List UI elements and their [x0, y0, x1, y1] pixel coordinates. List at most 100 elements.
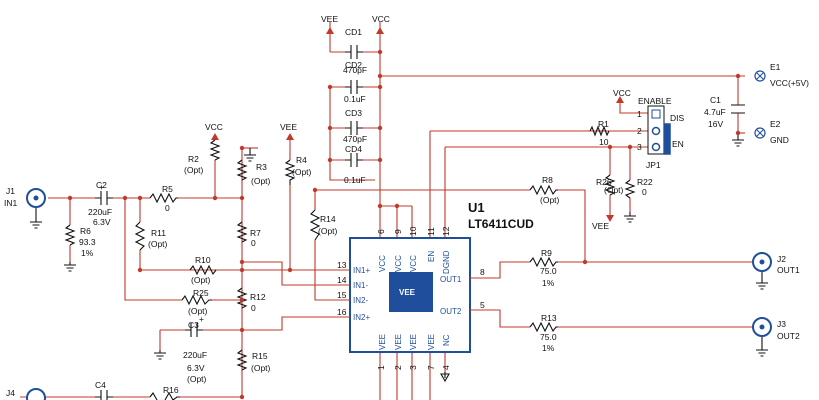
jp1-ref: JP1 [646, 160, 661, 170]
u1-pinnum-9: 9 [393, 229, 403, 234]
u1-pinnum-4: 4 [441, 365, 451, 370]
u1-pinnum-2: 2 [393, 365, 403, 370]
cd1-ref: CD1 [345, 27, 362, 37]
ground-icon [756, 336, 768, 357]
resistor-r11-icon [134, 221, 146, 251]
resistor-r26-icon [604, 174, 616, 196]
e2-ref: E2 [770, 119, 781, 129]
u1-pinnum-14: 14 [337, 275, 347, 285]
vcc-arrow-icon [616, 96, 624, 103]
r6-ref: R6 [80, 226, 91, 236]
u1-pinnum-15: 15 [337, 290, 347, 300]
r1-value: 10 [599, 137, 609, 147]
resistor-r16-icon [149, 391, 180, 400]
u1-part: LT6411CUD [468, 217, 534, 231]
terminal-e1-icon [754, 70, 766, 82]
c3-value: 220uF [183, 350, 207, 360]
j1-ref: J1 [6, 186, 15, 196]
jp1-pin3: 3 [637, 142, 642, 152]
resistor-r5-icon [149, 192, 178, 204]
resistor-r25-icon [181, 294, 212, 306]
cap-c4-icon [95, 390, 113, 400]
u1-pin-bottom-3: VEE [409, 334, 418, 350]
c2-value: 220uF [88, 207, 112, 217]
ground-icon [64, 262, 76, 272]
u1-pinnum-12: 12 [441, 226, 451, 236]
u1-pinnum-5: 5 [480, 300, 485, 310]
u1-pin-right-2: OUT2 [440, 307, 462, 316]
resistor-r9-icon [529, 256, 558, 268]
r26-vee-label: VEE [592, 221, 609, 231]
r25-ref: R25 [193, 288, 209, 298]
r16-ref: R16 [163, 385, 179, 395]
r2-ref: R2 [188, 154, 199, 164]
c2-voltage: 6.3V [93, 217, 111, 227]
r25-value: (Opt) [188, 306, 208, 316]
resistor-r7-icon [236, 221, 248, 243]
r4-ref: R4 [296, 155, 307, 165]
u1-pinnum-6: 6 [376, 229, 386, 234]
ground-icon [30, 207, 42, 229]
jp1-en: EN [672, 139, 684, 149]
u1-pin-left-3: IN2- [353, 296, 368, 305]
vee-arrow-icon [606, 215, 614, 222]
u1-pinnum-3: 3 [408, 365, 418, 370]
u1-pin-left-2: IN1- [353, 281, 368, 290]
bnc-j3-icon [752, 317, 772, 337]
r11-value: (Opt) [148, 239, 168, 249]
j1-label: IN1 [4, 198, 18, 208]
terminal-e2-icon [754, 127, 766, 139]
u1-center-label: VEE [399, 288, 416, 297]
wires [20, 22, 755, 400]
u1-pin-bottom-5: NC [442, 334, 451, 346]
r2-vcc-label: VCC [205, 122, 223, 132]
vcc-supply-label: VCC [372, 14, 390, 24]
r7-ref: R7 [250, 228, 261, 238]
r13-value: 75.0 [540, 332, 557, 342]
u1-pin-top-1: VCC [378, 255, 387, 272]
bnc-j2-icon [752, 252, 772, 272]
u1-pinnum-16: 16 [337, 307, 347, 317]
svg-text:+: + [199, 314, 204, 324]
r1-ref: R1 [598, 119, 609, 129]
cd2-value: 0.1uF [344, 94, 366, 104]
resistor-r14-icon [309, 209, 321, 241]
jumper-jp1-icon [647, 105, 671, 155]
u1-pinnum-11: 11 [426, 227, 436, 236]
r22-value: 0 [642, 187, 647, 197]
u1-pin-right-1: OUT1 [440, 275, 462, 284]
ground-icon [756, 270, 768, 290]
resistor-r22-icon [624, 179, 636, 199]
u1-pin-top-5: DGND [442, 250, 451, 274]
r10-ref: R10 [195, 255, 211, 265]
c1-value: 4.7uF [704, 107, 726, 117]
ground-icon [624, 212, 636, 223]
ground-icon [440, 372, 450, 383]
vcc-arrow-icon [211, 133, 219, 140]
resistor-r8-icon [529, 184, 558, 196]
resistor-r6-icon [64, 224, 76, 246]
u1-pinnum-7: 7 [426, 365, 436, 370]
r15-value: (Opt) [251, 363, 271, 373]
cap-cd1-icon [345, 45, 363, 59]
ground-icon [244, 148, 256, 162]
r11-ref: R11 [151, 228, 166, 238]
j2-ref: J2 [777, 254, 786, 264]
jp1-dis: DIS [670, 113, 685, 123]
u1-pin-left-4: IN2+ [353, 313, 370, 322]
vee-supply-label: VEE [321, 14, 338, 24]
e1-ref: E1 [770, 62, 781, 72]
c3-ref: C3 [188, 320, 199, 330]
r12-value: 0 [251, 303, 256, 313]
resistor-r10-icon [189, 264, 217, 276]
labels: VEE VCC CD1 470pF . CD2 0.1uF CD3 470pF … [4, 14, 809, 398]
r5-ref: R5 [162, 184, 173, 194]
r9-tol: 1% [542, 278, 555, 288]
r4-vee-label: VEE [280, 122, 297, 132]
r9-value: 75.0 [540, 266, 557, 276]
cap-c2-icon: + [95, 182, 113, 205]
u1-pinnum-10: 10 [408, 226, 418, 236]
supply-symbols [30, 27, 768, 383]
r15-ref: R15 [252, 351, 268, 361]
c1-ref: C1 [710, 95, 721, 105]
